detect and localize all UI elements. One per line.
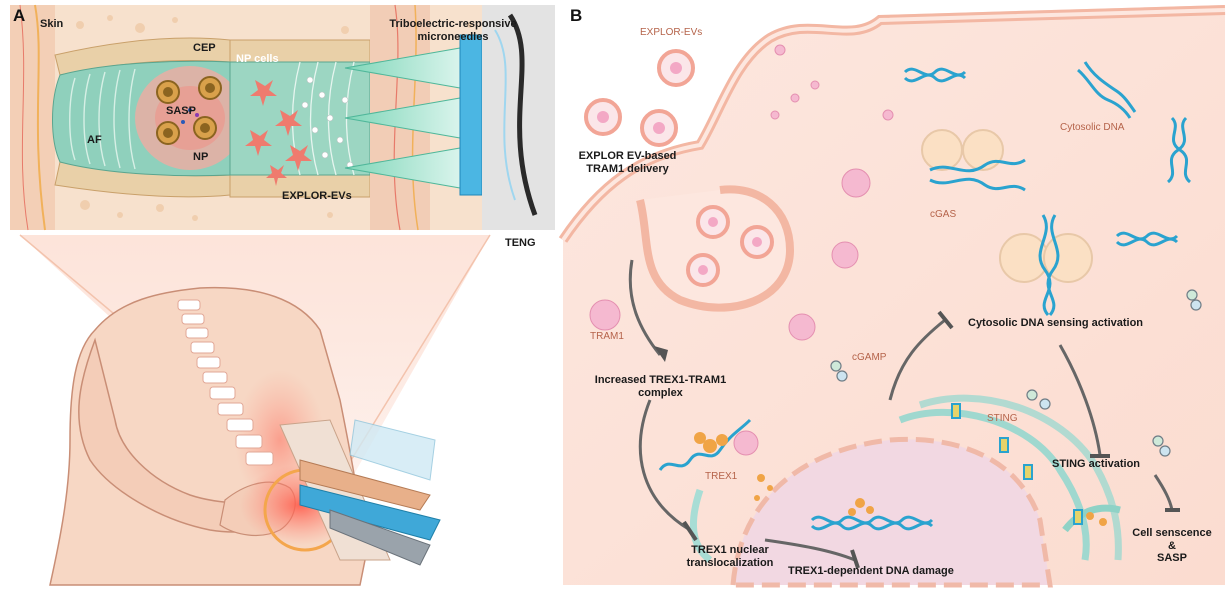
delivery-label-line1: EXPLOR EV-based xyxy=(578,150,677,162)
af-label: AF xyxy=(87,134,102,146)
senescence-label-line1: Cell senscence xyxy=(1132,527,1212,539)
cgamp-label: cGAMP xyxy=(852,352,887,363)
complex-label-line1: Increased TREX1-TRAM1 xyxy=(594,374,727,386)
nuclear-translocalization-label: TREX1 nuclear translocalization xyxy=(675,544,785,569)
sasp-cells xyxy=(156,76,222,145)
explor-evs-label-a: EXPLOR-EVs xyxy=(282,190,352,202)
nuclear-label-line1: TREX1 nuclear xyxy=(691,544,769,556)
sting-receptors xyxy=(951,403,1083,525)
endoplasmic-reticulum xyxy=(689,394,1122,563)
np-cells-label: NP cells xyxy=(236,53,279,65)
delivery-label: EXPLOR EV-based TRAM1 delivery xyxy=(565,150,690,175)
pathway-arrows xyxy=(628,259,1174,562)
spine-icon xyxy=(177,299,274,466)
microneedles-label-line1: Triboelectric-responsive xyxy=(389,18,517,30)
sting-activation-label: STING activation xyxy=(1052,458,1141,470)
cgas-label: cGAS xyxy=(930,209,957,220)
senescence-label-line2: & xyxy=(1168,539,1176,552)
sasp-label: SASP xyxy=(166,105,196,117)
trex1-proteins xyxy=(694,432,1107,526)
endosome xyxy=(636,185,795,312)
microneedles-label: Triboelectric-responsive microneedles xyxy=(368,18,538,43)
teng-device-strips xyxy=(279,419,441,566)
cgamp-molecules xyxy=(830,289,1202,457)
trex1-label: TREX1 xyxy=(705,471,738,482)
senescence-label: Cell senscence & SASP xyxy=(1122,527,1222,565)
complex-label: Increased TREX1-TRAM1 complex xyxy=(578,374,743,399)
skin-label: Skin xyxy=(40,18,64,30)
sting-label: STING xyxy=(987,413,1018,424)
inhibition-arrow-icon xyxy=(682,310,1180,569)
tram1-proteins xyxy=(589,44,894,456)
senescence-label-line3: SASP xyxy=(1157,552,1187,565)
arrowheads xyxy=(654,346,668,362)
explor-evs-label-b: EXPLOR-EVs xyxy=(640,27,703,38)
microneedle-icon xyxy=(344,34,483,196)
teng-label: TENG xyxy=(505,237,536,249)
extracellular-vesicle-icon xyxy=(584,49,774,287)
sensing-label: Cytosolic DNA sensing activation xyxy=(968,317,1144,329)
panel-a xyxy=(10,4,555,586)
microneedles-label-line2: microneedles xyxy=(417,30,489,43)
panel-b xyxy=(558,5,1226,588)
dna-damage-label: TREX1-dependent DNA damage xyxy=(788,565,954,577)
cep-label: CEP xyxy=(193,42,216,54)
tram1-label: TRAM1 xyxy=(590,331,624,342)
panel-b-label: B xyxy=(570,6,583,25)
nuclear-label-line2: translocalization xyxy=(686,556,774,569)
panel-a-label: A xyxy=(13,6,26,25)
delivery-label-line2: TRAM1 delivery xyxy=(586,162,669,175)
cytosolic-dna-label: Cytosolic DNA xyxy=(1060,122,1125,133)
dna-helix-icon xyxy=(658,61,1192,531)
np-cells xyxy=(245,80,312,186)
np-label: NP xyxy=(193,151,209,163)
complex-label-line2: complex xyxy=(638,386,683,399)
